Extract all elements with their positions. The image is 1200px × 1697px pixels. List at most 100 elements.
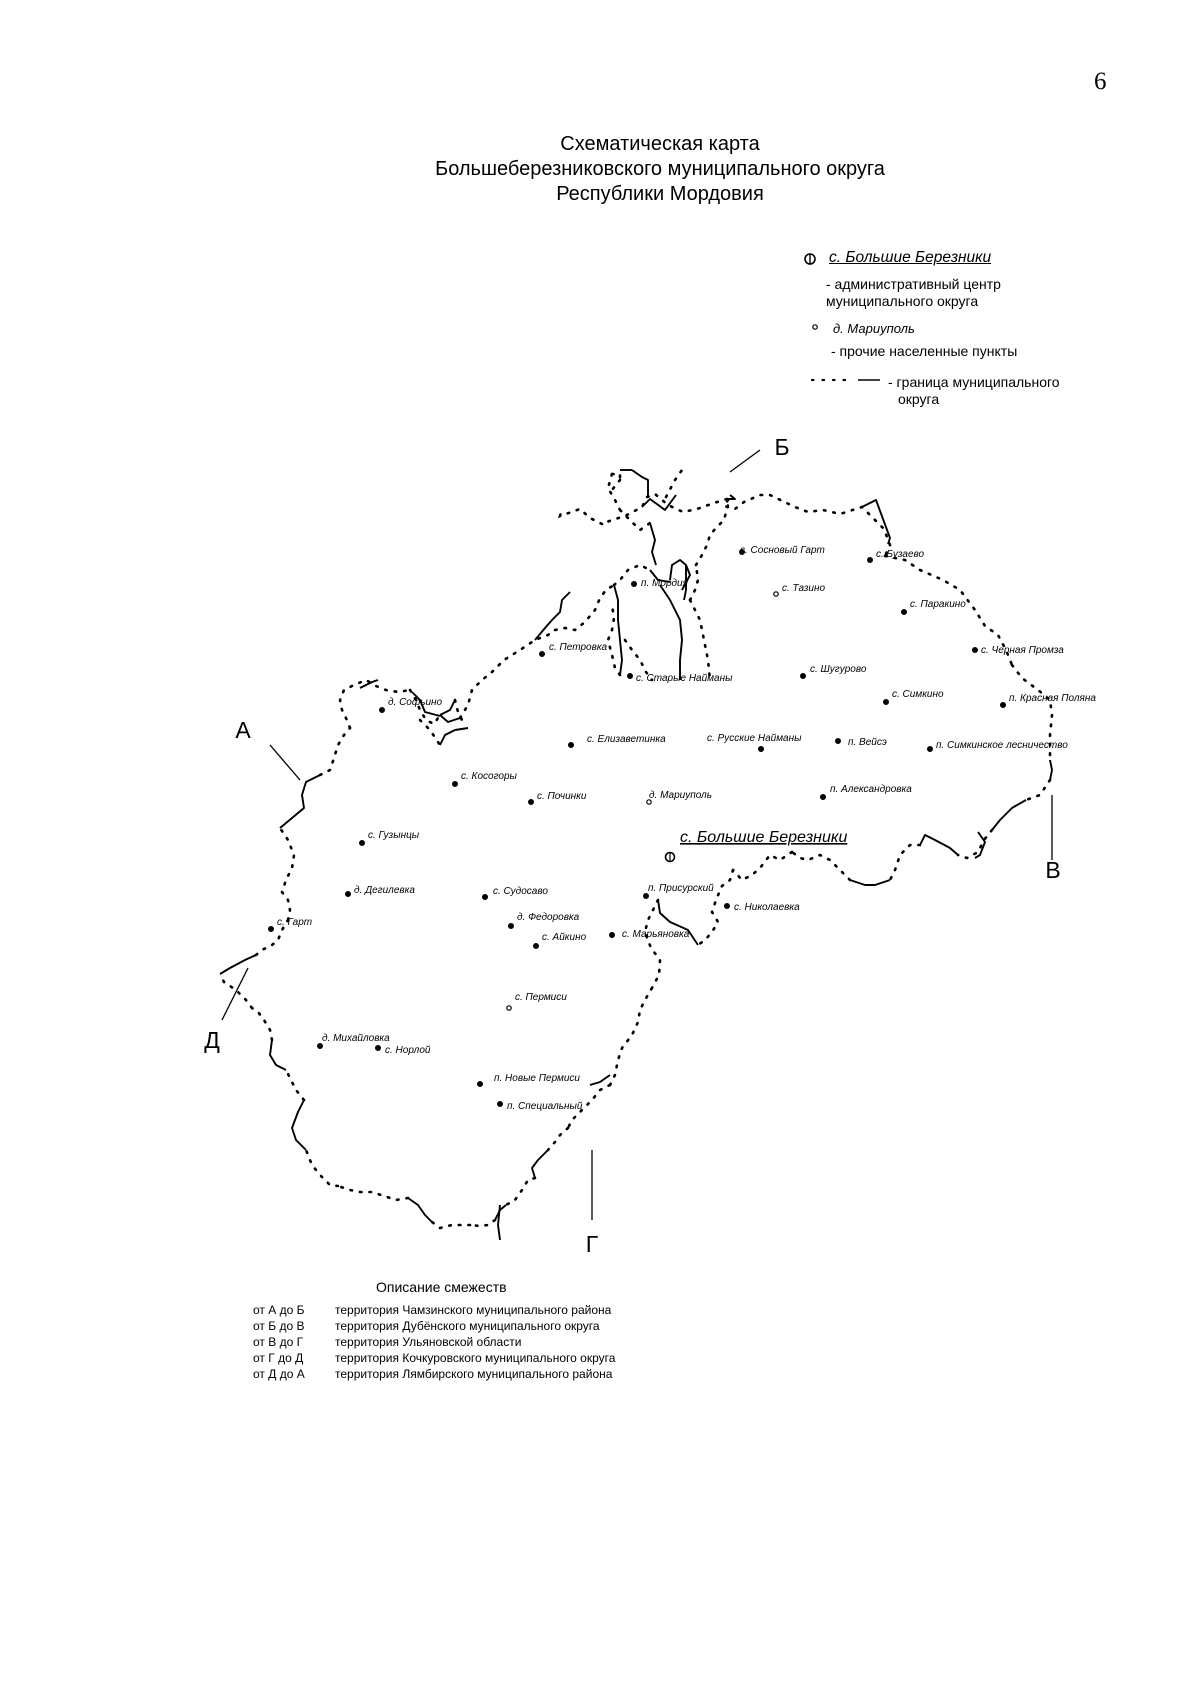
boundary-segment — [1010, 663, 1054, 762]
settlement-marker-icon — [723, 902, 730, 909]
admin-center-symbol-icon — [804, 253, 816, 265]
boundary-segment — [861, 499, 891, 545]
boundary-segment — [919, 834, 959, 856]
settlement-s-parakino: с. Паракино — [900, 599, 966, 615]
settlement-label: п. Новые Пермиси — [494, 1073, 580, 1084]
boundary-segment — [657, 899, 699, 946]
boundary-segment — [643, 898, 662, 990]
settlement-label: с. Судосаво — [493, 886, 548, 897]
boundary-segment — [453, 698, 464, 722]
legend-admin-center-desc-1: - административный центр — [826, 276, 1001, 292]
settlement-label: с. Гузынцы — [368, 830, 420, 841]
boundary-segment — [553, 583, 616, 632]
adjacency-title: Описание смежеств — [376, 1279, 507, 1295]
boundary-segment — [669, 559, 691, 591]
boundary-segment — [659, 584, 683, 680]
settlement-p-simkinskoe-lesnichestvo: п. Симкинское лесничество — [926, 740, 1068, 752]
boundary-segment — [688, 563, 700, 602]
settlement-d-fedorovka: д. Федоровка — [508, 912, 580, 929]
boundary-segment — [610, 472, 622, 482]
boundary-segment — [531, 1149, 549, 1179]
settlement-label: п. Александровка — [830, 784, 912, 795]
settlement-s-aykino: с. Айкино — [532, 932, 587, 949]
settlement-marker-icon — [866, 556, 873, 563]
settlement-label: п. Специальный — [507, 1101, 583, 1112]
boundary-segment — [254, 918, 290, 957]
settlement-label: с. Черная Промза — [981, 645, 1064, 656]
boundary-segment — [497, 1204, 501, 1241]
title-line-2: Большеберезниковского муниципального окр… — [435, 158, 885, 180]
boundary-segment — [688, 598, 712, 682]
settlement-label: п. Симкинское лесничество — [936, 740, 1068, 751]
boundary-segment — [439, 714, 461, 723]
settlement-label: п. Мордия — [641, 578, 689, 589]
settlement-marker-icon — [532, 942, 539, 949]
boundary-segment — [606, 472, 622, 512]
adjacency-range: от Г до Д — [253, 1351, 304, 1365]
settlement-marker-icon — [630, 580, 637, 587]
settlement-label: с. Симкино — [892, 689, 944, 700]
boundary-segment — [608, 986, 654, 1087]
settlement-label: с. Починки — [537, 791, 587, 802]
boundary-point-leaders — [221, 449, 1053, 1220]
settlement-marker-icon — [738, 548, 745, 555]
settlement-marker-icon — [882, 698, 889, 705]
legend-boundary-desc-1: - граница муниципального — [888, 374, 1060, 390]
boundary-segment — [849, 879, 891, 886]
settlement-marker-icon — [527, 798, 534, 805]
settlement-label: с. Петровка — [549, 642, 608, 653]
settlement-marker-icon — [452, 780, 459, 787]
settlement-label: с. Бузаево — [876, 549, 925, 560]
boundary-segment — [407, 1197, 433, 1223]
settlement-marker-icon — [317, 1042, 324, 1049]
boundary-segment — [606, 603, 622, 677]
adjacency-territory: территория Кочкуровского муниципального … — [335, 1351, 616, 1365]
settlement-d-degilevka: д. Дегилевка — [345, 885, 415, 897]
boundary-segment — [641, 494, 677, 511]
settlement-label: с. Тазино — [782, 583, 826, 594]
boundary-segment — [683, 565, 687, 601]
boundary-segment — [439, 699, 456, 716]
boundary-leader-line — [729, 449, 761, 473]
boundary-segment — [589, 1074, 611, 1086]
settlement-s-nikolaevka: с. Николаевка — [723, 902, 800, 913]
settlement-label: п. Присурский — [648, 883, 714, 894]
boundary-segment — [250, 1006, 274, 1042]
boundary-segment — [649, 522, 657, 566]
boundary-segment — [566, 1083, 612, 1130]
boundary-segment — [613, 584, 623, 676]
boundary-segment — [269, 1039, 287, 1071]
settlement-s-norloy: с. Норлой — [375, 1044, 431, 1056]
boundary-segment — [612, 563, 652, 587]
settlement-marker-icon — [642, 892, 649, 899]
settlement-marker-icon — [567, 741, 574, 748]
settlement-s-tazino: с. Тазино — [773, 583, 826, 597]
settlement-marker-icon — [926, 745, 933, 752]
boundary-segment — [468, 1218, 497, 1228]
title-line-1: Схематическая карта — [560, 133, 760, 155]
title-line-3: Республики Мордовия — [556, 183, 764, 205]
adjacency-row: от Г до Д территория Кочкуровского муници… — [253, 1350, 615, 1366]
settlement-symbol-icon — [812, 324, 818, 330]
settlement-s-guzyntsy: с. Гузынцы — [359, 830, 420, 846]
settlement-marker-icon — [757, 745, 764, 752]
map-title: Схематическая карта Большеберезниковског… — [0, 132, 1200, 207]
boundary-point-v: В — [1045, 857, 1060, 883]
settlement-marker-icon — [608, 931, 615, 938]
settlement-label: с. Косогоры — [461, 771, 518, 782]
settlement-s-gart: с. Гарт — [268, 917, 312, 932]
settlement-marker-icon — [773, 591, 779, 597]
settlement-p-aleksandrovka: п. Александровка — [819, 784, 912, 800]
settlement-label: с. Айкино — [542, 932, 587, 943]
settlement-label: д. Михайловка — [322, 1033, 390, 1044]
boundary-leader-line — [269, 744, 301, 781]
boundary-segment — [694, 503, 730, 567]
boundary-point-g: Г — [586, 1231, 599, 1257]
boundary-point-a: А — [235, 717, 251, 743]
boundary-segment — [991, 799, 1027, 831]
settlement-marker-icon — [497, 1100, 504, 1107]
